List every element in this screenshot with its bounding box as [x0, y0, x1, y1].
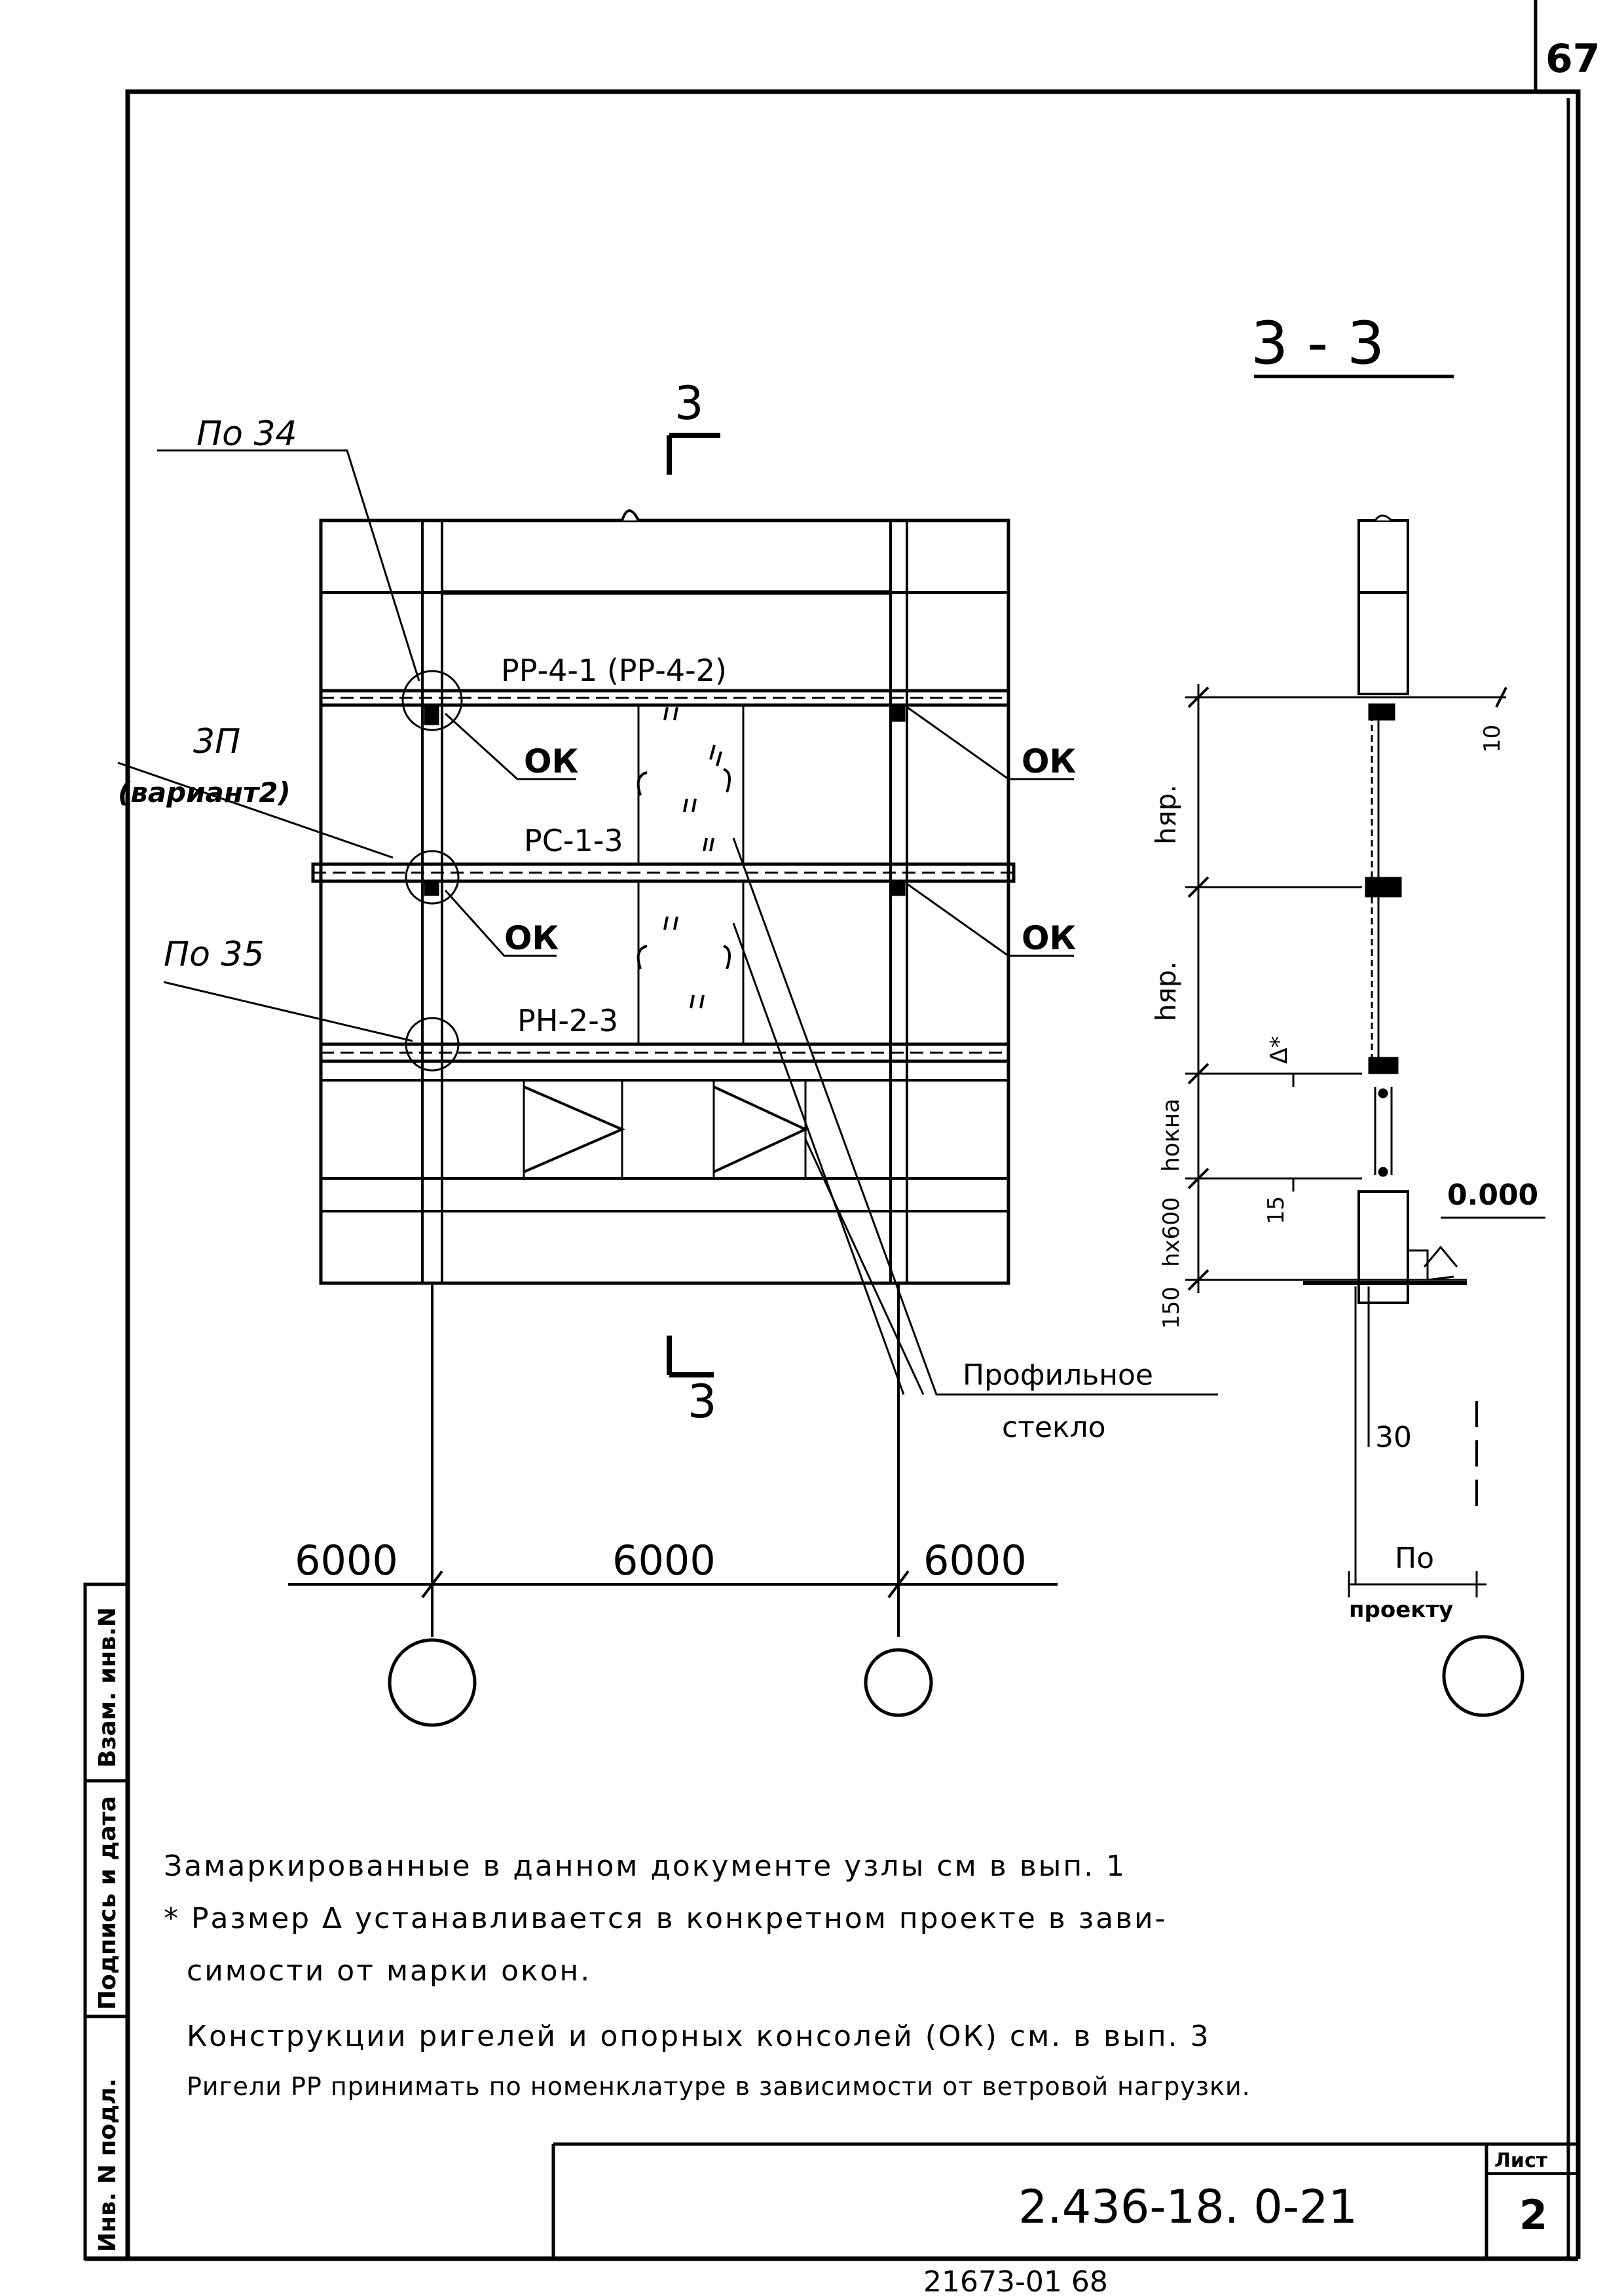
bottom-code: 21673-01 68 — [923, 2265, 1108, 2296]
dim-h-yar-1: hяр. — [1150, 784, 1182, 845]
label-node-3p: 3П — [193, 722, 240, 761]
dim-h-yar-2: hяр. — [1150, 961, 1182, 1021]
po-proektu-2: проекту — [1349, 1597, 1453, 1623]
span-3: 6000 — [923, 1537, 1027, 1584]
stamp-vzam-inv: Взам. инв.N — [94, 1607, 121, 1768]
side-stamp — [83, 1582, 130, 2261]
label-po34: По 34 — [196, 414, 297, 454]
label-po35: По 35 — [164, 935, 265, 974]
dim-delta: Δ* — [1266, 1036, 1293, 1064]
label-rigel-rn: РН-2-3 — [517, 1003, 618, 1038]
section-3-3 — [1185, 515, 1545, 1717]
span-1: 6000 — [295, 1537, 398, 1584]
note-1: Замаркированные в данном документе узлы … — [164, 1850, 1127, 1883]
label-rigel-rs: РС-1-3 — [524, 823, 623, 858]
dim-30: 30 — [1375, 1421, 1412, 1454]
section-cut-bottom — [667, 1336, 714, 1377]
span-2: 6000 — [612, 1537, 716, 1584]
section-title: 3 - 3 — [1251, 309, 1384, 378]
label-ok-4: ОК — [1022, 919, 1077, 957]
page-number: 67 — [1545, 36, 1600, 82]
label-ok-2: ОК — [504, 919, 559, 957]
note-4: Конструкции ригелей и опорных консолей (… — [187, 2020, 1211, 2053]
note-3: симости от марки окон. — [187, 1954, 592, 1988]
po-proektu-1: По — [1395, 1542, 1434, 1575]
title-block — [551, 2142, 1578, 2259]
elev-zero: 0.000 — [1447, 1178, 1538, 1212]
section-mark-bottom: 3 — [688, 1375, 717, 1429]
label-variant2: (вариант2) — [118, 776, 291, 809]
leader-lines — [117, 449, 1218, 1396]
sheet-label: Лист — [1494, 2149, 1548, 2172]
note-5: Ригели РР принимать по номенклатуре в за… — [187, 2072, 1251, 2101]
stamp-inv-podl: Инв. N подл. — [94, 2079, 121, 2252]
stamp-podpis: Подпись и дата — [94, 1796, 121, 2010]
dim-10: 10 — [1479, 725, 1505, 753]
section-cut-top — [667, 433, 720, 475]
doc-code: 2.436-18. 0-21 — [1018, 2180, 1357, 2234]
dim-15: 15 — [1263, 1196, 1289, 1224]
label-ok-1: ОК — [524, 742, 579, 780]
dim-h-okna: hокна — [1158, 1099, 1185, 1172]
label-ok-3: ОК — [1022, 742, 1077, 780]
label-glass-2: стекло — [1002, 1411, 1106, 1444]
label-glass-1: Профильное — [963, 1358, 1153, 1392]
span-dimension-line — [288, 1570, 1058, 1599]
dim-150: 150 — [1158, 1286, 1185, 1329]
section-mark-top: 3 — [674, 376, 704, 430]
sheet-number: 2 — [1519, 2191, 1547, 2239]
sheet-frame — [85, 0, 1581, 2261]
label-rigel-rr: РР-4-1 (РР-4-2) — [501, 653, 727, 688]
dim-h-600: hх600 — [1158, 1197, 1185, 1267]
note-2: * Размер Δ устанавливается в конкретном … — [164, 1902, 1168, 1935]
